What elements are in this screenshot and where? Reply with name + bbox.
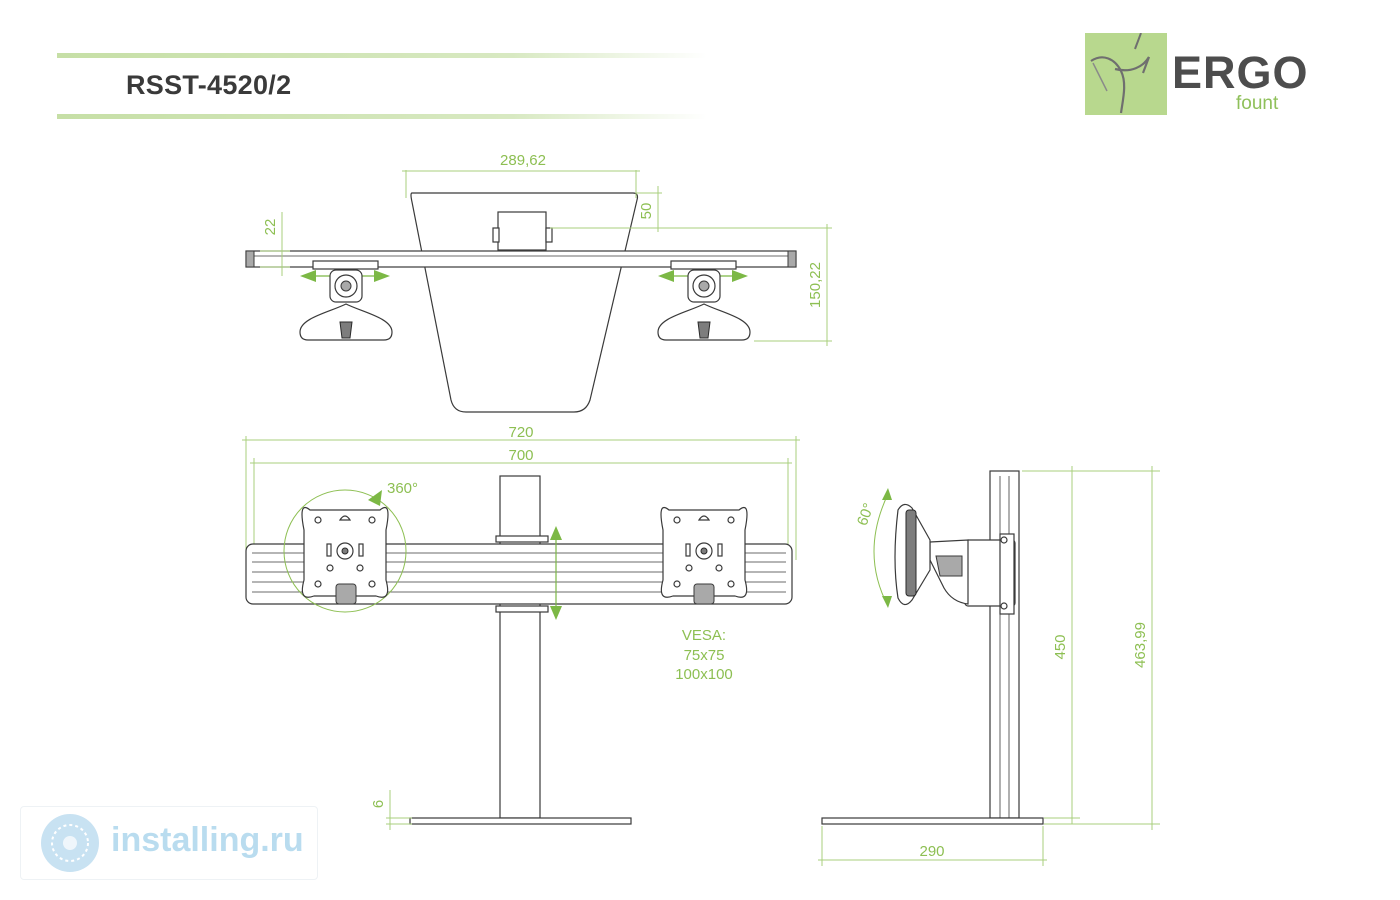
front-column [499, 475, 541, 819]
top-left-knob [339, 321, 353, 339]
watermark-logo-icon [41, 814, 99, 872]
side-tilt-arrow-up-icon [882, 488, 892, 500]
top-column-block [497, 211, 547, 251]
vesa-label: VESA: [682, 627, 726, 644]
top-left-arrow-left-icon [300, 270, 316, 282]
top-right-knob [697, 321, 711, 339]
watermark: installing.ru [20, 806, 318, 880]
dim-side-column-height: 450 [1052, 634, 1069, 659]
front-collar-bottom [495, 605, 549, 613]
front-rotation-circle [283, 489, 407, 613]
front-view: 720 700 6 [242, 424, 800, 830]
vesa-size-100: 100x100 [675, 666, 733, 683]
top-right-pivot-center [698, 280, 710, 292]
dim-side-tilt: 60° [854, 501, 878, 528]
vesa-size-75: 75x75 [684, 647, 725, 664]
side-vesa-plate-edge [905, 509, 917, 597]
dim-top-depth: 50 [638, 203, 655, 220]
front-arrow-up-icon [550, 526, 562, 540]
side-tilt-knob [935, 555, 963, 577]
top-column-clip-right [545, 227, 553, 243]
top-rail-cap-right [787, 250, 797, 268]
top-right-slider [670, 260, 737, 270]
front-rotation-arrow-icon [368, 490, 382, 506]
front-arrow-down-icon [550, 606, 562, 620]
dim-side-total-height: 463,99 [1132, 622, 1149, 668]
top-left-slider [312, 260, 379, 270]
watermark-text: installing.ru [111, 821, 304, 859]
top-column-clip-left [492, 227, 500, 243]
top-base-plate [410, 192, 639, 413]
top-right-arrow-left-icon [658, 270, 674, 282]
dim-top-rail-height: 22 [262, 219, 279, 236]
front-base [409, 817, 632, 825]
top-left-arrow-right-icon [374, 270, 390, 282]
front-right-knob [693, 583, 715, 605]
front-collar-top [495, 535, 549, 543]
dim-front-inner-width: 700 [508, 447, 533, 464]
ergofount-logo-icon [1085, 32, 1167, 115]
side-tilt-arc [873, 493, 889, 607]
dim-front-base-thickness: 6 [370, 800, 387, 808]
top-right-arrow-right-icon [732, 270, 748, 282]
side-view: 60° 450 463,99 290 [818, 466, 1160, 866]
side-tilt-arrow-down-icon [882, 596, 892, 608]
top-view: 289,62 50 22 150,22 [245, 152, 832, 413]
top-rail-cap-left [245, 250, 255, 268]
logo-brand-text: ERGO [1172, 47, 1309, 98]
logo-sub-text: fount [1236, 93, 1279, 114]
side-column [989, 470, 1020, 819]
dim-top-total-depth: 150,22 [807, 262, 824, 308]
front-left-knob [335, 583, 357, 605]
side-base [821, 817, 1044, 825]
header-line-top [57, 53, 707, 58]
front-rotation-label: 360° [387, 480, 418, 497]
model-title: RSST-4520/2 [126, 70, 292, 100]
header-line-bottom [57, 114, 707, 119]
dim-front-outer-width: 720 [508, 424, 533, 441]
dim-top-width: 289,62 [500, 152, 546, 169]
side-clamp [999, 533, 1015, 615]
dim-side-base-depth: 290 [919, 843, 944, 860]
top-left-pivot-center [340, 280, 352, 292]
